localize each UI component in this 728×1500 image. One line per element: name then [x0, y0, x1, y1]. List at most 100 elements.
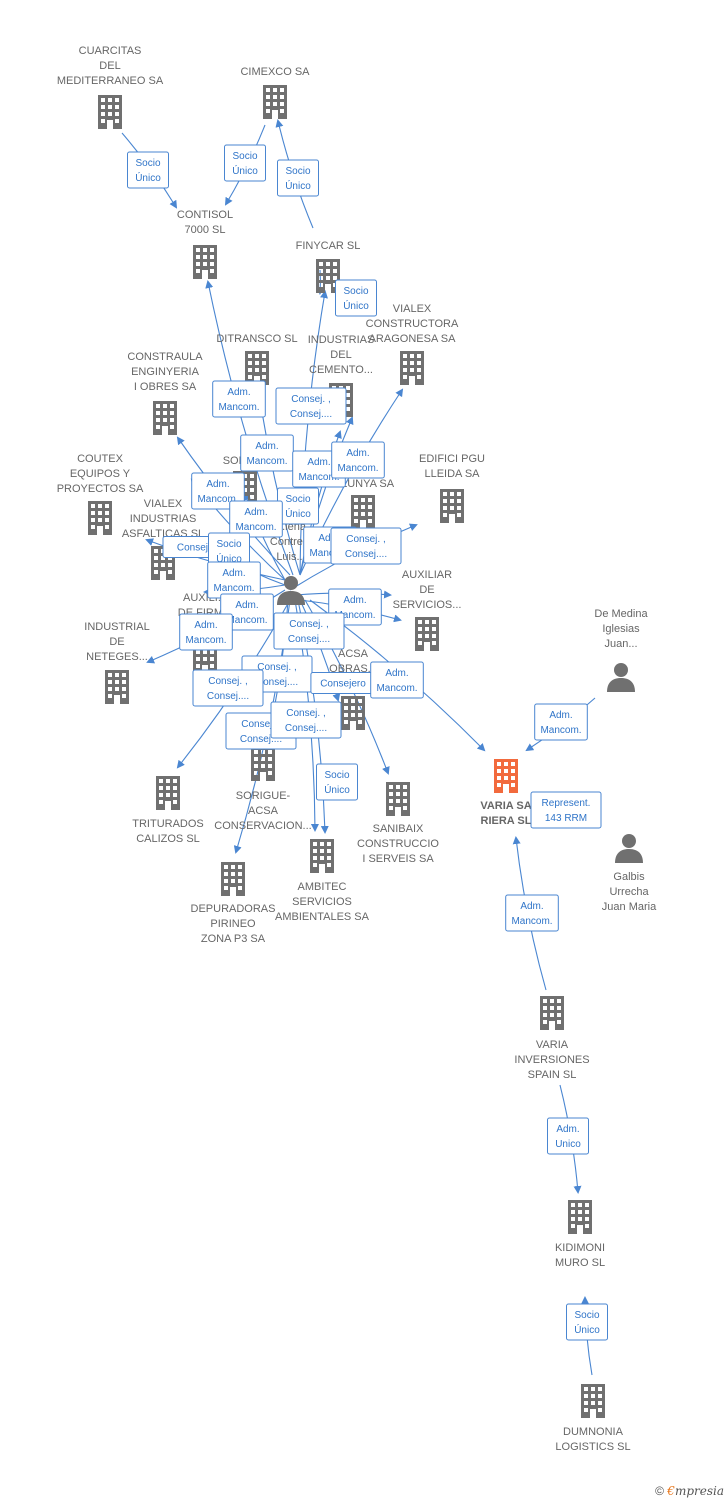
relation-label-text: Adm.: [385, 668, 408, 679]
building-icon: [341, 696, 365, 730]
relation-label-text: Único: [574, 1323, 600, 1336]
relation-label-box: [275, 387, 347, 425]
relation-label[interactable]: Adm.Mancom.: [240, 434, 294, 472]
relation-label[interactable]: Consejero: [310, 672, 376, 694]
node-label: ACSA: [248, 805, 279, 817]
company-node-ditransco[interactable]: DITRANSCO SL: [216, 333, 298, 385]
company-node-auxiliar_serv[interactable]: AUXILIARDESERVICIOS...: [393, 569, 462, 651]
relation-label-text: Consej....: [288, 634, 330, 645]
company-node-industrias_cemento[interactable]: INDUSTRIASDELCEMENTO...: [308, 334, 375, 417]
relation-label[interactable]: Adm.Mancom.: [534, 703, 588, 741]
relation-label-text: Consej....: [290, 409, 332, 420]
relation-label[interactable]: Represent.143 RRM: [530, 791, 602, 829]
node-label: Contre...: [270, 536, 312, 548]
person-icon: [277, 576, 305, 605]
node-label: INDUSTRIAS: [130, 513, 197, 525]
relation-label-text: Mancom.: [298, 472, 339, 483]
node-label: AMBIENTALES SA: [275, 911, 370, 923]
building-icon: [156, 776, 180, 810]
relation-label[interactable]: Consej. , Consej....: [275, 387, 347, 425]
building-icon: [568, 1200, 592, 1234]
company-node-catalunya[interactable]: ...LUNYA SA: [332, 478, 395, 529]
node-label: CALIZOS SL: [136, 833, 200, 845]
relation-label-box: [530, 791, 602, 829]
relation-label[interactable]: Adm.Unico: [547, 1117, 589, 1155]
node-label: INDUSTRIAS: [308, 334, 375, 346]
person-node-de_medina[interactable]: De MedinaIglesiasJuan...: [594, 608, 648, 692]
empresia-logo[interactable]: €mpresia: [667, 1484, 724, 1498]
building-icon: [221, 862, 245, 896]
relation-label[interactable]: Adm.Mancom.: [207, 561, 261, 599]
relation-label-text: Único: [285, 507, 311, 520]
building-icon: [193, 245, 217, 279]
building-icon: [415, 617, 439, 651]
relation-label-box: [179, 613, 233, 651]
relation-label-box: [331, 441, 385, 479]
node-label: FINYCAR SL: [296, 240, 361, 252]
node-label: COUTEX: [77, 453, 124, 465]
relation-label-text: Único: [135, 171, 161, 184]
node-label: SORIGUE-: [236, 790, 291, 802]
company-node-finycar[interactable]: FINYCAR SL: [296, 240, 361, 293]
relation-label[interactable]: Adm.Mancom.: [212, 380, 266, 418]
building-icon: [400, 351, 424, 385]
relation-label[interactable]: Consej. ,Consej....: [273, 612, 345, 650]
relation-label[interactable]: Consej. ,Consej....: [330, 527, 402, 565]
node-label: DE: [109, 636, 124, 648]
relation-label[interactable]: Adm.Mancom.: [370, 661, 424, 699]
relation-label-text: Adm.: [206, 479, 229, 490]
relation-label-text: Consej. ,: [208, 676, 247, 687]
relation-label[interactable]: Adm.Mancom.: [179, 613, 233, 651]
relation-label[interactable]: Adm.Mancom.: [331, 441, 385, 479]
relation-label-box: [220, 593, 274, 631]
node-label: Urrecha: [609, 886, 649, 898]
relation-label[interactable]: Consej. ,Consej....: [270, 701, 342, 739]
company-node-cimexco[interactable]: CIMEXCO SA: [240, 66, 310, 119]
node-label: PIRINEO: [210, 918, 256, 930]
node-label: SERVICIOS...: [393, 599, 462, 611]
relation-label-text: Adm.: [244, 507, 267, 518]
relation-label[interactable]: Adm.Mancom.: [505, 894, 559, 932]
relation-edge: [299, 290, 328, 576]
company-node-sorigue_acsa[interactable]: SORIGUE-ACSACONSERVACION...: [214, 747, 312, 832]
node-label: CONSTRUCCIO: [357, 838, 439, 850]
relation-label[interactable]: Consej. ,Consej....: [192, 669, 264, 707]
relation-label[interactable]: Adm.Mancom.: [229, 500, 283, 538]
node-label: CIMEXCO SA: [240, 66, 310, 78]
relation-label[interactable]: Adm.Mancom.: [220, 593, 274, 631]
relation-label-box: [224, 144, 266, 182]
relation-label-text: Adm.: [549, 710, 572, 721]
relation-label-box: [534, 703, 588, 741]
relation-label-text: Adm.: [222, 568, 245, 579]
relation-label-text: Adm.: [520, 901, 543, 912]
company-node-industrial_neteges[interactable]: INDUSTRIALDENETEGES...: [84, 621, 150, 704]
relation-label[interactable]: Adm.Mancom.: [191, 472, 245, 510]
node-label: KIDIMONI: [555, 1242, 605, 1254]
relation-label-text: Adm.: [255, 441, 278, 452]
relation-label-text: Socio: [343, 286, 368, 297]
relation-label-text: Consej. ,: [291, 394, 330, 405]
